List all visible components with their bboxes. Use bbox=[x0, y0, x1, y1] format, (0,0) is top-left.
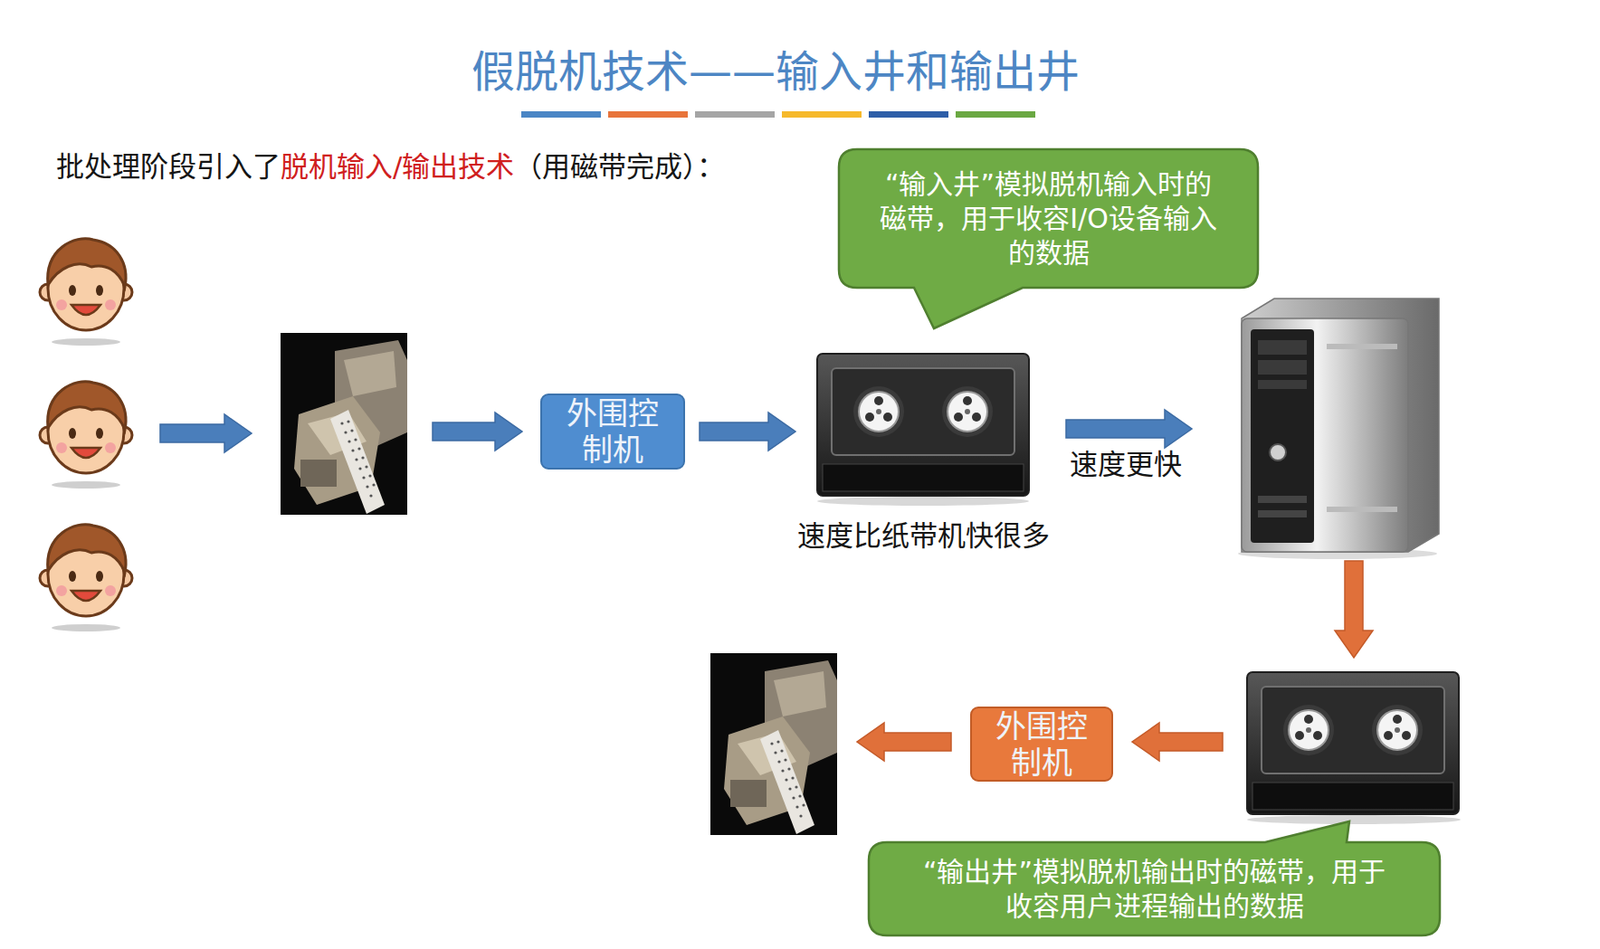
tape-drive bbox=[1247, 672, 1459, 815]
callout-body: “输入井”模拟脱机输入时的磁带，用于收容I/O设备输入的数据 bbox=[838, 149, 1258, 288]
callout-body: “输出井”模拟脱机输出时的磁带，用于收容用户进程输出的数据 bbox=[868, 842, 1440, 936]
user-icon bbox=[39, 238, 133, 346]
flow-arrow bbox=[432, 412, 523, 451]
control-box: 外围控制机 bbox=[970, 706, 1114, 782]
callout-outline bbox=[838, 149, 1258, 329]
user-icon bbox=[39, 524, 133, 632]
flow-arrow bbox=[1066, 409, 1192, 448]
control-box: 外围控制机 bbox=[540, 393, 686, 470]
callout-bubble: “输出井”模拟脱机输出时的磁带，用于收容用户进程输出的数据 bbox=[868, 842, 1440, 936]
tape-drive: 速度比纸带机快很多 bbox=[815, 352, 1031, 498]
box-text: 外围控制机 bbox=[994, 708, 1089, 781]
callout-outline bbox=[868, 821, 1440, 936]
title: 假脱机技术——输入井和输出井 bbox=[471, 45, 1080, 98]
user-icon bbox=[39, 381, 133, 489]
flow-arrow bbox=[160, 414, 252, 453]
callout-text: “输入井”模拟脱机输入时的磁带，用于收容I/O设备输入的数据 bbox=[876, 167, 1220, 271]
intro-text: 脱机输入/输出技术 bbox=[280, 150, 515, 183]
intro-text: 批处理阶段引入了 bbox=[56, 150, 281, 183]
title-bar bbox=[521, 111, 1036, 118]
tape-drive-icon bbox=[815, 352, 1031, 498]
paper-tape-machine bbox=[710, 653, 838, 836]
tape-drive-graphic bbox=[817, 353, 1029, 496]
flow-arrow bbox=[1132, 723, 1223, 762]
callout-text: “输出井”模拟脱机输出时的磁带，用于收容用户进程输出的数据 bbox=[918, 855, 1391, 924]
tape-caption: 速度比纸带机快很多 bbox=[797, 517, 1050, 554]
paper-tape-machine bbox=[280, 333, 408, 515]
shadow bbox=[817, 496, 1029, 506]
note-label: 速度更快 bbox=[1069, 446, 1182, 483]
box-text: 外围控制机 bbox=[564, 395, 661, 468]
flow-arrow bbox=[857, 723, 952, 762]
flow-arrow bbox=[1334, 561, 1373, 658]
intro-text: （用磁带完成）： bbox=[514, 150, 725, 183]
callout-bubble: “输入井”模拟脱机输入时的磁带，用于收容I/O设备输入的数据 bbox=[838, 149, 1258, 288]
flow-arrow bbox=[699, 412, 796, 451]
computer-tower bbox=[1238, 298, 1439, 560]
intro-line: 批处理阶段引入了脱机输入/输出技术（用磁带完成）： bbox=[56, 148, 725, 185]
